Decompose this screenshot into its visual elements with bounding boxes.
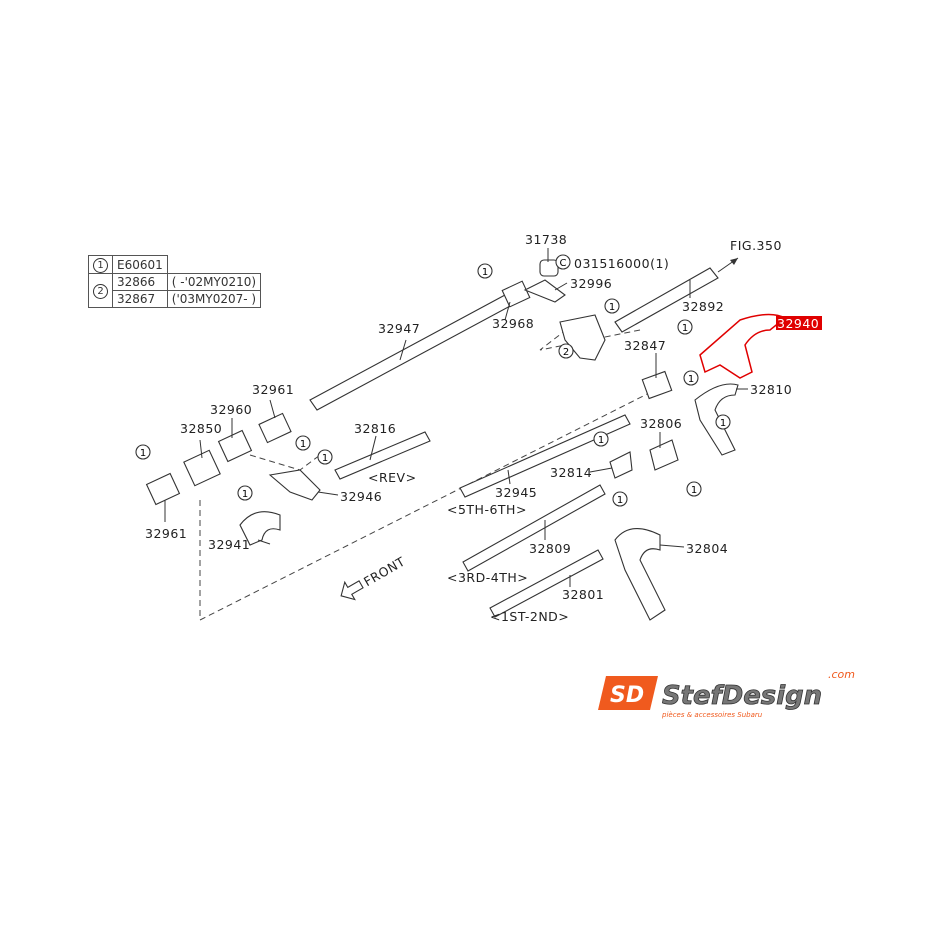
block-32960 [217, 429, 253, 463]
block-32961-lower [145, 472, 181, 506]
label-32816: 32816 [354, 421, 396, 436]
shaft-32892 [614, 257, 739, 333]
label-32946: 32946 [340, 489, 382, 504]
fork-32941 [239, 511, 281, 546]
label-fig: FIG.350 [730, 238, 782, 253]
label-32945: 32945 [495, 485, 537, 500]
svg-text:1: 1 [322, 453, 328, 464]
guide-line [199, 384, 666, 621]
marker-1: 1 [686, 481, 702, 497]
marker-1: 1 [593, 431, 609, 447]
svg-text:1: 1 [720, 418, 726, 429]
logo-text: StefDesign [662, 681, 822, 711]
marker-1-group: 1 1 1 1 1 1 1 1 1 1 1 1 2 C [135, 254, 731, 507]
label-32996: 32996 [570, 276, 612, 291]
arm-32996 [523, 279, 566, 303]
legend-note: ('03MY0207- ) [166, 290, 262, 308]
shaft-32809 [462, 484, 606, 572]
svg-text:1: 1 [691, 485, 697, 496]
label-32941: 32941 [208, 537, 250, 552]
leader-lines [164, 248, 748, 587]
label-32806: 32806 [640, 416, 682, 431]
highlight-32940 [776, 316, 822, 330]
marker-c: C [555, 254, 571, 270]
front-indicator: FRONT [340, 554, 408, 601]
marker-1: 1 [677, 319, 693, 335]
label-32947: 32947 [378, 321, 420, 336]
selector-2 [559, 314, 606, 361]
shaft-32947 [309, 294, 513, 411]
label-32968: 32968 [492, 316, 534, 331]
svg-text:1: 1 [598, 435, 604, 446]
label-32960: 32960 [210, 402, 252, 417]
shaft-32816 [334, 431, 431, 480]
legend-row: 32867('03MY0207- ) [89, 290, 262, 308]
block-32806 [649, 439, 679, 471]
label-32892: 32892 [682, 299, 724, 314]
shaft-32945 [459, 414, 631, 498]
block-32850 [183, 449, 221, 487]
svg-text:FRONT: FRONT [361, 554, 408, 590]
stefdesign-logo: SD StefDesign .com pièces & accessoires … [598, 668, 855, 719]
logo-domain: .com [828, 668, 855, 681]
guide-line [249, 454, 321, 471]
marker-2: 2 [93, 284, 108, 299]
label-32810: 32810 [750, 382, 792, 397]
label-32961-lower: 32961 [145, 526, 187, 541]
svg-text:1: 1 [617, 495, 623, 506]
svg-text:1: 1 [609, 302, 615, 313]
marker-1: 1 [683, 370, 699, 386]
legend-note: ( -'02MY0210) [166, 273, 262, 291]
marker-2: 2 [558, 343, 574, 359]
svg-text:1: 1 [140, 448, 146, 459]
label-32850: 32850 [180, 421, 222, 436]
svg-text:1: 1 [682, 323, 688, 334]
block-32847 [641, 370, 673, 400]
svg-text:1: 1 [482, 267, 488, 278]
marker-1: 1 [715, 414, 731, 430]
svg-text:1: 1 [688, 374, 694, 385]
fork-32804 [614, 528, 666, 621]
marker-1: 1 [604, 298, 620, 314]
label-32847: 32847 [624, 338, 666, 353]
label-32961: 32961 [252, 382, 294, 397]
marker-1: 1 [317, 449, 333, 465]
svg-text:C: C [560, 258, 567, 269]
marker-1: 1 [612, 491, 628, 507]
fork-32940 [699, 313, 787, 379]
label-5th-6th: <5TH-6TH> [447, 502, 527, 517]
label-32801: 32801 [562, 587, 604, 602]
label-31738: 31738 [525, 232, 567, 247]
arm-32946 [268, 469, 321, 501]
label-32814: 32814 [550, 465, 592, 480]
svg-text:1: 1 [242, 489, 248, 500]
svg-text:2: 2 [563, 347, 569, 358]
marker-1: 1 [93, 258, 108, 273]
block-32961 [258, 412, 292, 444]
marker-1: 1 [135, 444, 151, 460]
label-32809: 32809 [529, 541, 571, 556]
logo-mark-text: SD [610, 683, 644, 708]
label-1st-2nd: <1ST-2ND> [490, 609, 569, 624]
label-rev: <REV> [368, 470, 417, 485]
block-32814 [609, 451, 633, 479]
shaft-32801 [489, 549, 604, 618]
label-32940: 32940 [777, 316, 819, 331]
logo-tagline: pièces & accessoires Subaru [661, 711, 763, 719]
label-clip: 031516000(1) [574, 256, 669, 271]
logo-mark [598, 676, 658, 710]
label-3rd-4th: <3RD-4TH> [447, 570, 528, 585]
label-32804: 32804 [686, 541, 728, 556]
bushing-31738 [539, 259, 559, 277]
legend-part: 32867 [112, 290, 168, 308]
marker-1: 1 [237, 485, 253, 501]
marker-1: 1 [477, 263, 493, 279]
svg-text:1: 1 [300, 439, 306, 450]
guide-line [539, 329, 641, 351]
marker-1: 1 [295, 435, 311, 451]
